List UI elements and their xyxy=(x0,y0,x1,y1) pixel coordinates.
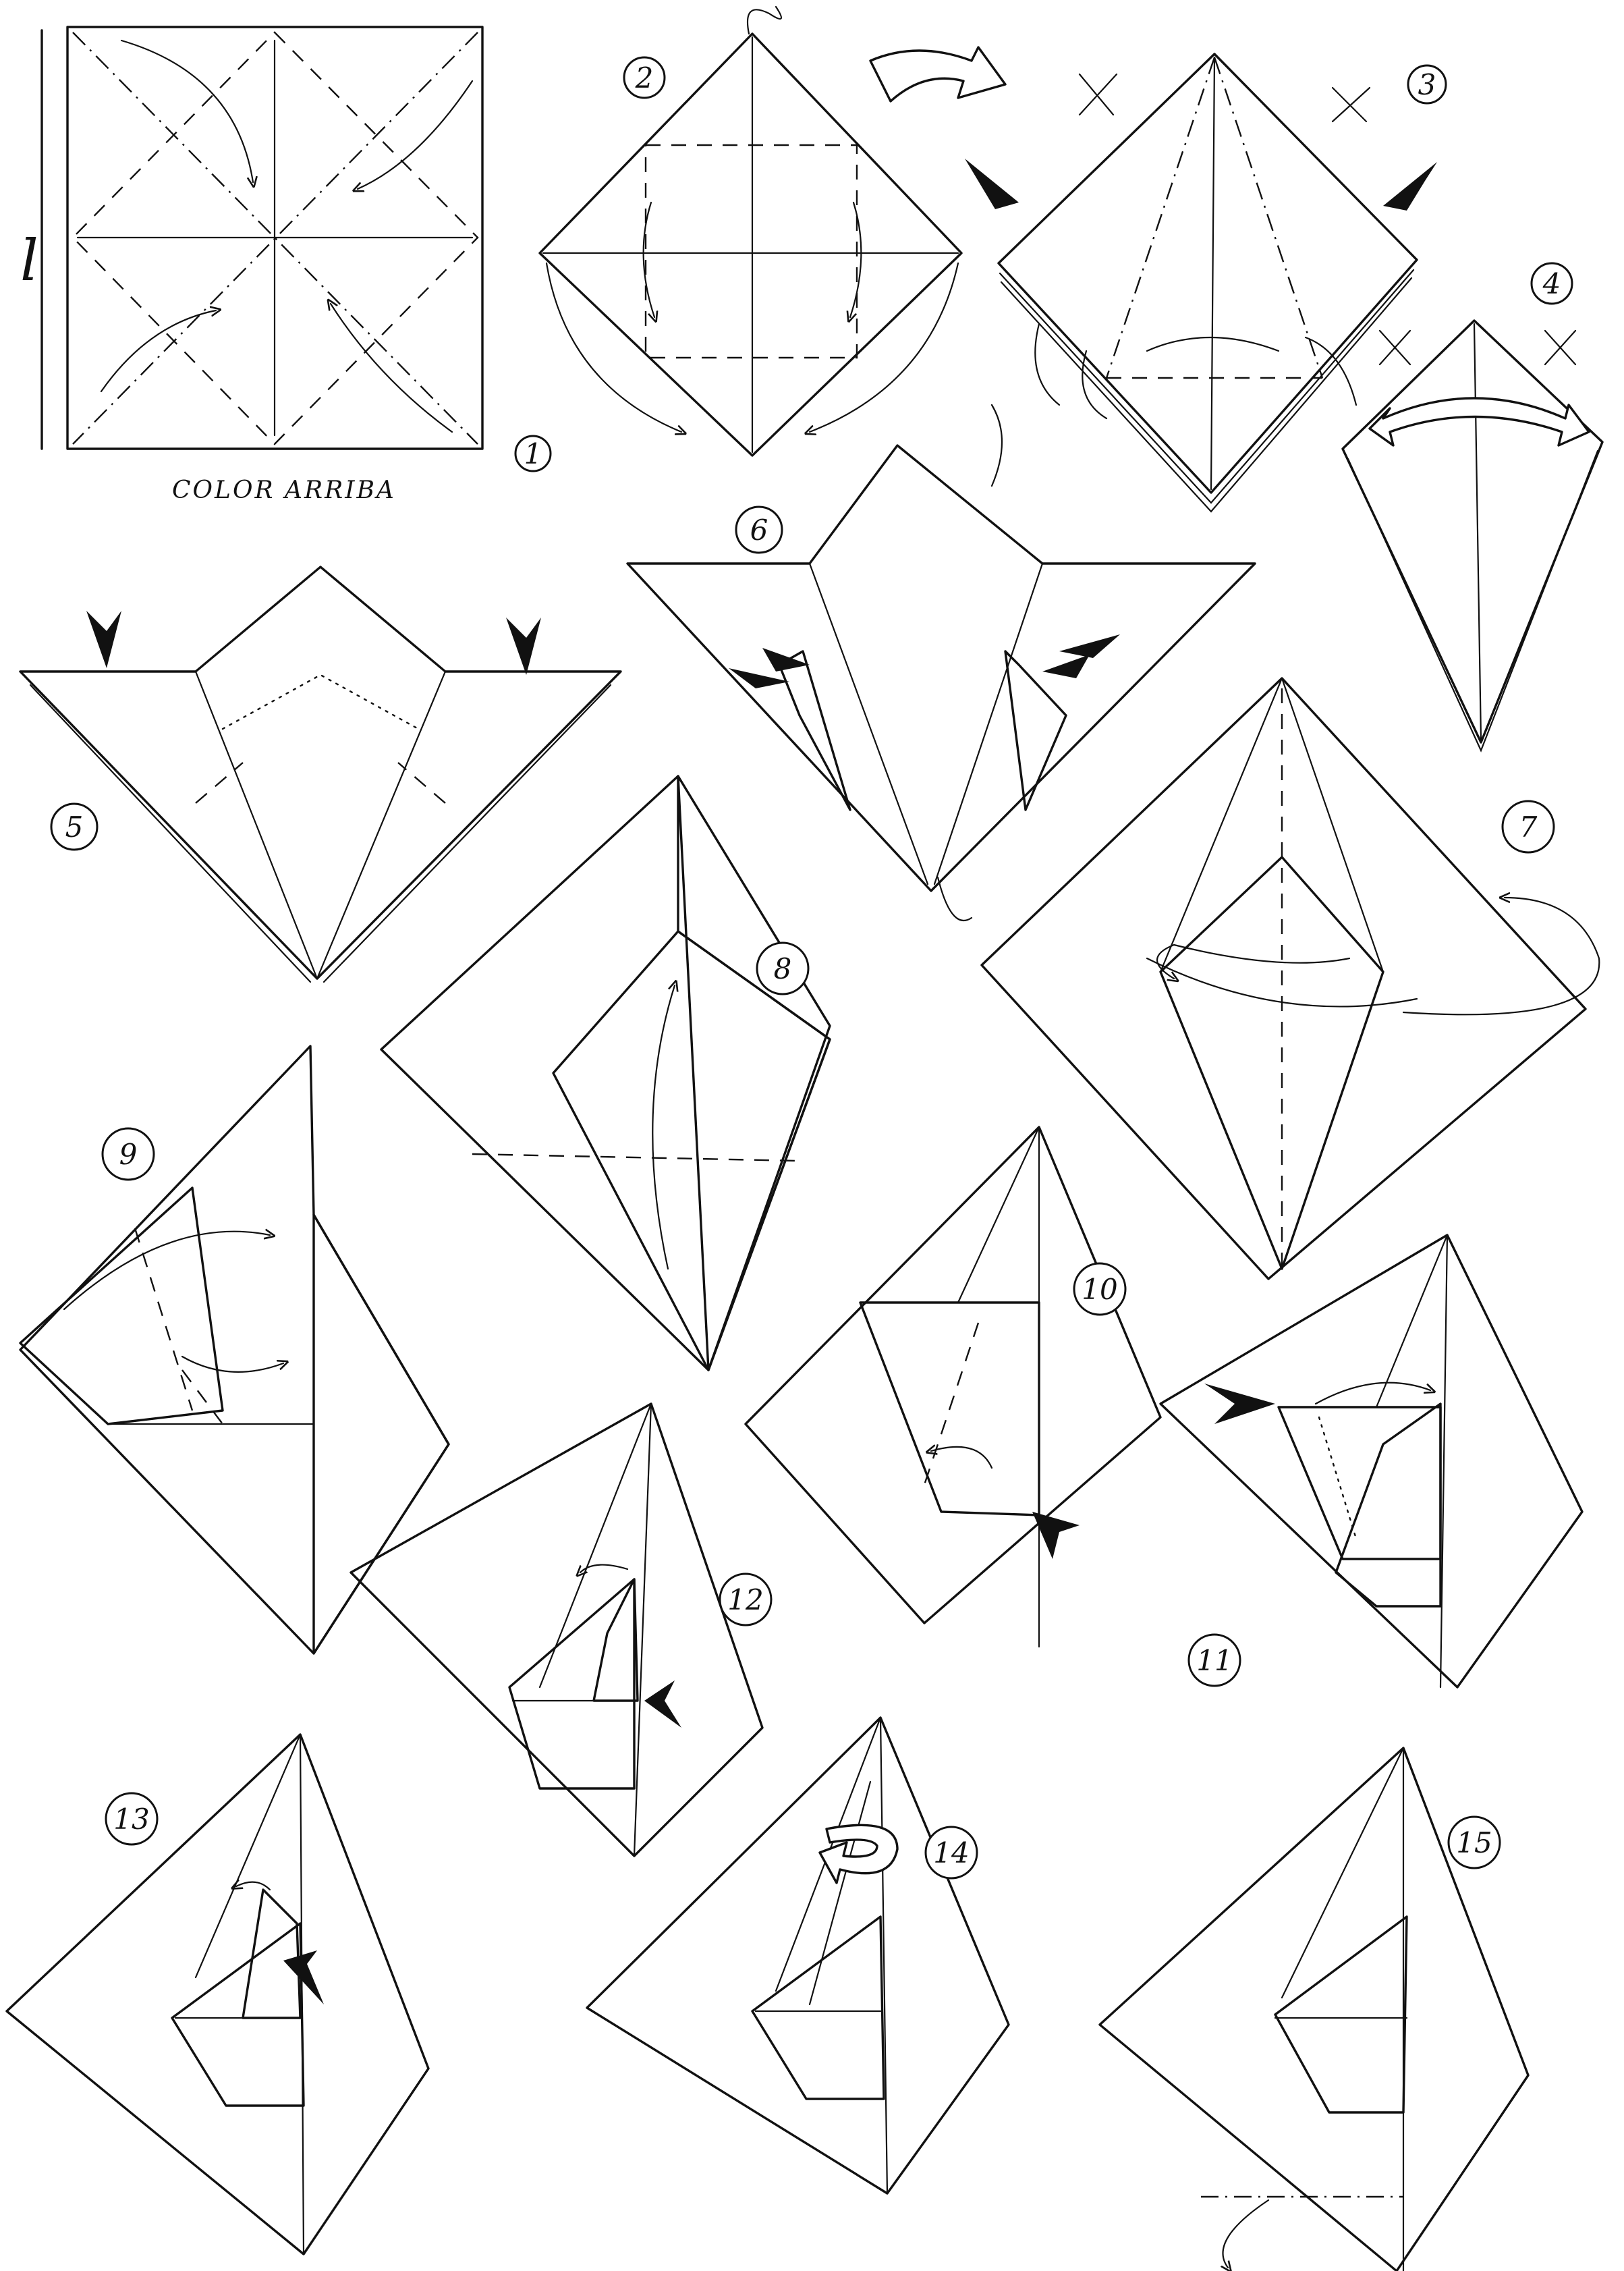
step-9-folding-flap xyxy=(20,1188,223,1424)
step-12-body xyxy=(509,1579,634,1788)
sink-arrow xyxy=(283,1950,324,2004)
step-number: 2 xyxy=(635,61,654,94)
step-13-diagram: 13 xyxy=(7,1734,428,2254)
turn-over-arrow xyxy=(870,47,1005,101)
step-10-outline xyxy=(746,1127,1160,1623)
sink-arrow xyxy=(86,611,121,668)
step-12-inner-flap xyxy=(594,1579,638,1701)
step-number: 4 xyxy=(1542,267,1561,300)
step-number: 1 xyxy=(524,437,542,470)
step-11-diagram: 11 xyxy=(1160,1235,1582,1687)
sink-arrow xyxy=(1059,634,1120,658)
step-2-diagram: 2 xyxy=(540,7,1005,456)
step-number: 11 xyxy=(1196,1644,1232,1677)
step-12-diagram: 12 xyxy=(351,1404,771,1856)
step-10-diagram: 10 xyxy=(746,1127,1160,1647)
fold-arrow xyxy=(121,40,253,182)
side-length-label: l xyxy=(20,227,38,294)
step-number: 15 xyxy=(1456,1826,1492,1859)
step-8-kite xyxy=(553,931,830,1370)
step-3-diamond xyxy=(999,54,1417,493)
step-15-diagram: 15 xyxy=(1100,1748,1528,2271)
step-7-inner-kite xyxy=(1160,857,1383,1269)
step-11-pocket xyxy=(1336,1404,1440,1606)
step-number: 13 xyxy=(113,1803,149,1836)
step-14-outline xyxy=(587,1718,1009,2193)
caption-color-side-up: COLOR ARRIBA xyxy=(172,476,396,504)
sink-arrow xyxy=(644,1680,681,1728)
step-3-diagram: 3 xyxy=(965,54,1446,512)
inner-flap-right xyxy=(1005,651,1066,810)
step-number: 3 xyxy=(1418,68,1436,101)
step-number: 9 xyxy=(119,1138,138,1171)
step-7-diamond xyxy=(982,678,1586,1279)
step-8-right-flap xyxy=(678,776,830,1370)
step-9-outline xyxy=(20,1046,449,1653)
step-6-outline xyxy=(627,445,1255,891)
step-number: 14 xyxy=(933,1836,969,1869)
step-9-right-flap xyxy=(314,1215,449,1653)
open-flaps-arrow xyxy=(1370,398,1589,445)
step-number: 10 xyxy=(1082,1273,1117,1306)
step-14-body xyxy=(752,1917,884,2099)
step-13-body xyxy=(172,1923,304,2106)
step-2-dashed-square xyxy=(646,145,857,358)
step-7-diagram: 7 xyxy=(982,678,1599,1279)
step-number: 7 xyxy=(1519,811,1538,844)
step-15-body xyxy=(1275,1917,1407,2112)
step-number: 8 xyxy=(774,952,792,985)
sink-arrow xyxy=(1204,1384,1275,1424)
step-5-diagram: 5 xyxy=(20,567,621,982)
sink-arrow xyxy=(506,618,541,675)
step-13-neck xyxy=(243,1890,300,2018)
step-4-diagram: 4 xyxy=(1343,263,1602,750)
sink-arrow xyxy=(965,159,1019,209)
fold-arrow xyxy=(101,310,216,391)
rotate-arrow xyxy=(820,1825,897,1883)
step-8-diagram: 8 xyxy=(381,776,830,1370)
inner-flap-left xyxy=(779,651,850,810)
sink-arrow xyxy=(1383,162,1437,211)
step-1-diagram: l 1 COLOR ARRIBA xyxy=(20,27,551,504)
sink-arrow xyxy=(1042,655,1090,678)
step-8-outline xyxy=(381,776,830,1370)
step-11-outline xyxy=(1160,1235,1582,1687)
step-11-flap xyxy=(1279,1407,1440,1559)
step-number: 6 xyxy=(750,514,768,547)
step-13-outline xyxy=(7,1734,428,2254)
step-9-diagram: 9 xyxy=(20,1046,449,1653)
step-number: 5 xyxy=(65,811,84,844)
step-6-diagram: 6 xyxy=(627,405,1255,921)
fold-arrow xyxy=(358,81,472,189)
sink-arrow xyxy=(729,668,789,688)
step-14-diagram: 14 xyxy=(587,1718,1009,2193)
step-number: 12 xyxy=(727,1583,763,1616)
step-2-diamond xyxy=(540,34,961,456)
